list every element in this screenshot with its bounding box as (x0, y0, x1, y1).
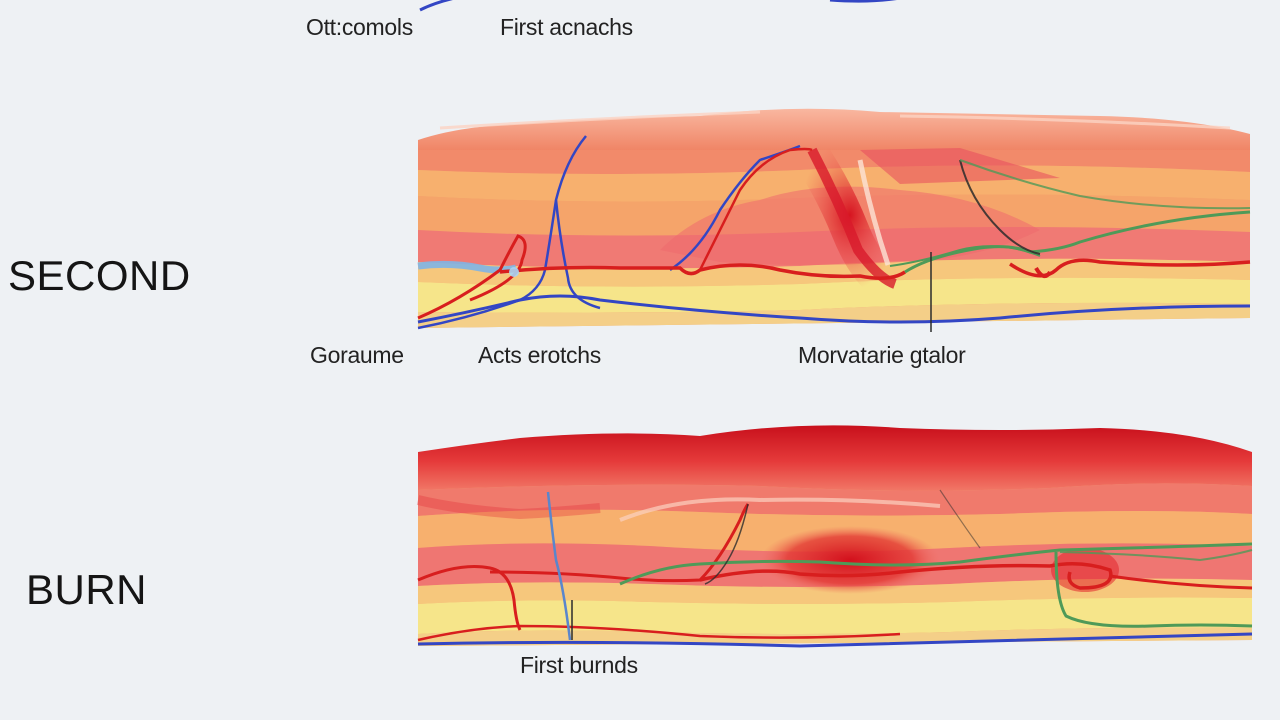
label-mid-right: Morvatarie gtalor (798, 342, 966, 368)
heading-burn: BURN (26, 566, 148, 613)
second-degree-section (417, 108, 1251, 332)
heading-second: SECOND (8, 252, 191, 299)
label-bottom: First burnds (520, 652, 638, 678)
label-mid-left: Goraume (310, 342, 404, 368)
label-top-left: Ott:comols (306, 14, 413, 40)
top-vessel-right (829, 0, 897, 3)
label-top-right: First acnachs (500, 14, 633, 40)
burn-section (416, 425, 1253, 648)
label-mid-center: Acts erotchs (478, 342, 601, 368)
top-vessel-left (419, 0, 453, 12)
